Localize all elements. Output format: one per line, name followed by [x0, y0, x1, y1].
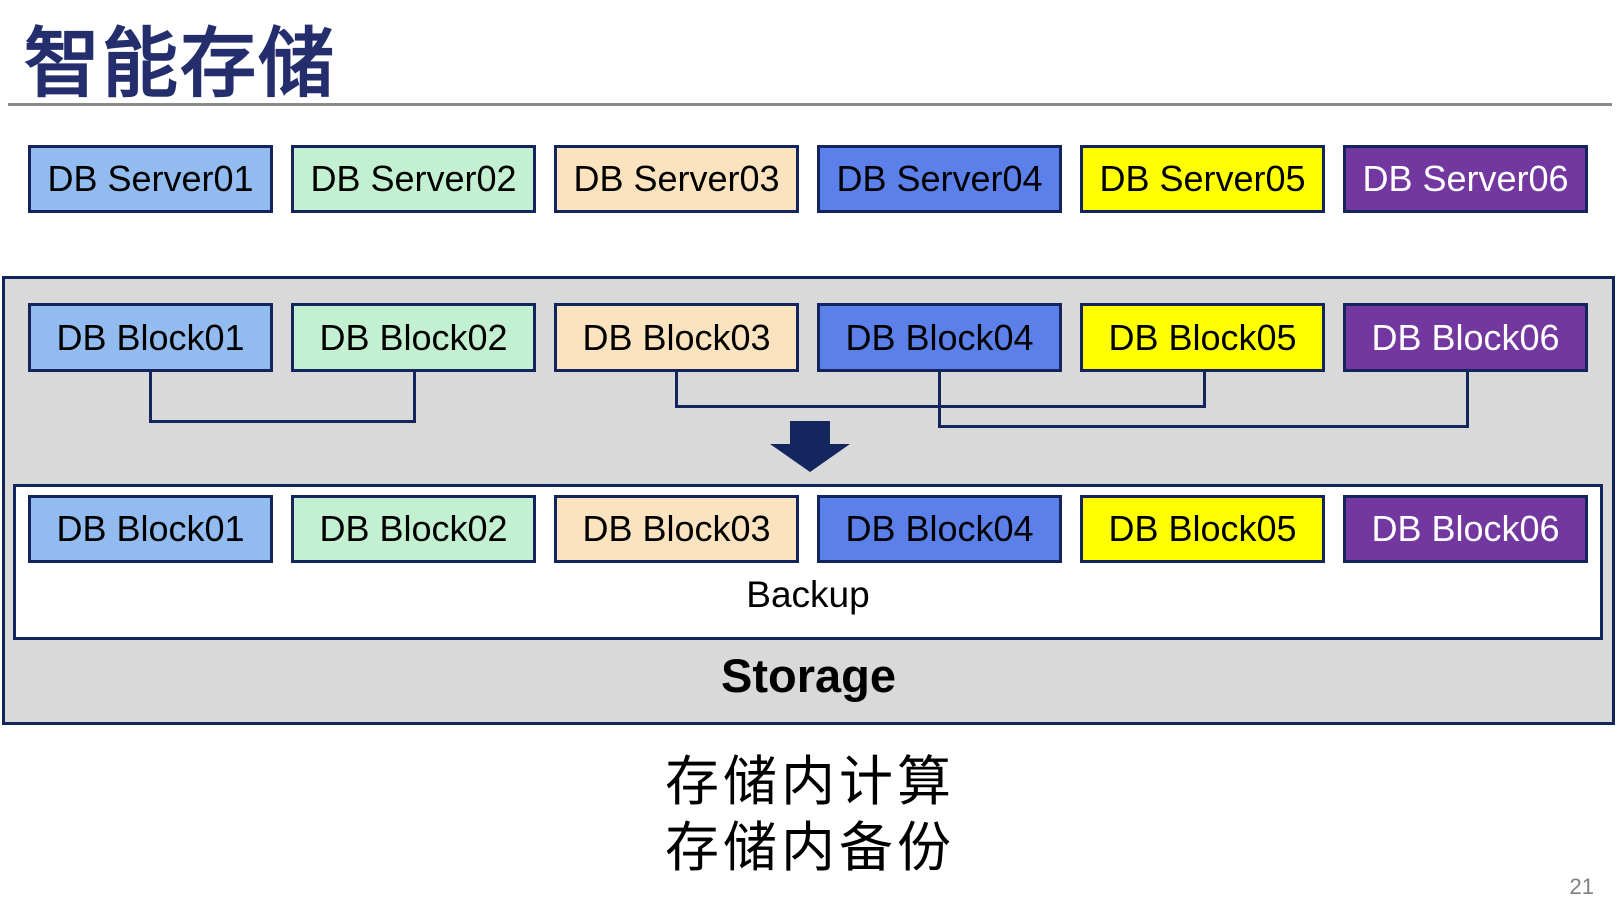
- title-underline: [8, 103, 1612, 106]
- caption-line-1: 存储内计算: [665, 752, 955, 812]
- db-block-bottom-03: DB Block03: [554, 495, 799, 563]
- db-block-bottom-02: DB Block02: [291, 495, 536, 563]
- db-server-box-01: DB Server01: [28, 145, 273, 213]
- storage-label: Storage: [721, 649, 896, 702]
- db-block-top-06: DB Block06: [1343, 303, 1588, 372]
- db-server-box-04: DB Server04: [817, 145, 1062, 213]
- connector-block01-block02: [149, 372, 416, 423]
- down-arrow-icon: [790, 421, 830, 445]
- backup-container: [13, 484, 1603, 640]
- caption-line-2: 存储内备份: [665, 817, 955, 878]
- connector-block04-block06: [938, 372, 1469, 428]
- db-server-box-06: DB Server06: [1343, 145, 1588, 213]
- down-arrow-head-icon: [770, 444, 850, 472]
- db-server-box-02: DB Server02: [291, 145, 536, 213]
- db-block-bottom-04: DB Block04: [817, 495, 1062, 563]
- db-block-bottom-05: DB Block05: [1080, 495, 1325, 563]
- db-server-box-03: DB Server03: [554, 145, 799, 213]
- backup-label: Backup: [746, 574, 870, 615]
- db-block-bottom-06: DB Block06: [1343, 495, 1588, 563]
- db-block-top-04: DB Block04: [817, 303, 1062, 372]
- db-block-top-03: DB Block03: [554, 303, 799, 372]
- db-block-top-01: DB Block01: [28, 303, 273, 372]
- db-block-bottom-01: DB Block01: [28, 495, 273, 563]
- slide-title: 智能存储: [24, 22, 336, 107]
- caption: 存储内计算 存储内备份: [0, 750, 1620, 882]
- db-block-top-05: DB Block05: [1080, 303, 1325, 372]
- db-block-top-02: DB Block02: [291, 303, 536, 372]
- page-number: 21: [1569, 874, 1594, 899]
- db-server-box-05: DB Server05: [1080, 145, 1325, 213]
